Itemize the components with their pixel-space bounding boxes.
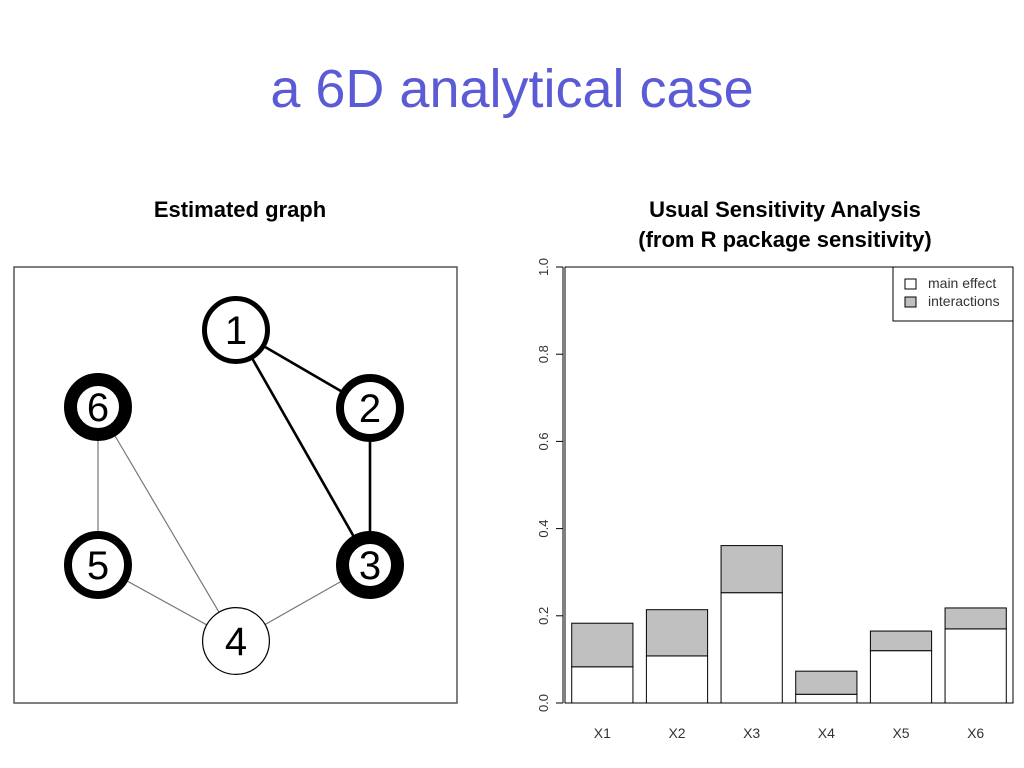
bar-X3-main-effect: [720, 592, 783, 704]
bar-X1-main-effect: [571, 666, 634, 704]
bar-X5-interactions: [869, 630, 933, 652]
graph-node-label-4: 4: [225, 620, 247, 664]
bar-X1-interactions: [571, 622, 634, 668]
bar-X6-main-effect: [944, 628, 1007, 704]
x-tick-label-X2: X2: [668, 725, 685, 741]
y-tick-label-2: 0.4: [536, 520, 551, 538]
graph-caption: Estimated graph: [153, 197, 327, 222]
graph-node-2: [336, 374, 404, 442]
x-tick-label-X5: X5: [892, 725, 909, 741]
graph-frame: [13, 266, 458, 704]
graph-node-label-3: 3: [359, 544, 381, 588]
x-tick-label-X1: X1: [594, 725, 611, 741]
y-tick-label-0: 0.0: [536, 694, 551, 712]
graph-node-4: [202, 606, 271, 675]
bar-X4-main-effect: [795, 693, 858, 704]
plot-frame: [564, 266, 1014, 704]
bar-X5-main-effect: [869, 650, 933, 704]
graph-node-label-2: 2: [359, 387, 381, 431]
chart-caption-line2: (from R package sensitivity): [638, 227, 932, 252]
graph-node-5: [64, 531, 132, 599]
bar-X4-interactions: [795, 670, 858, 695]
legend-label-0: main effect: [928, 275, 996, 291]
slide-title: a 6D analytical case: [270, 59, 754, 119]
bar-X6-interactions: [944, 607, 1007, 630]
bar-X2-interactions: [645, 609, 709, 657]
chart-caption-line1: Usual Sensitivity Analysis: [649, 197, 921, 222]
graph-node-label-6: 6: [87, 386, 109, 430]
bar-X2-main-effect: [645, 655, 709, 704]
y-axis: 0.0 0.2 0.4 0.6 0.8 1.0: [536, 258, 564, 712]
x-tick-label-X4: X4: [818, 725, 835, 741]
bar-X3-interactions: [720, 545, 783, 594]
y-tick-label-3: 0.6: [536, 432, 551, 450]
y-tick-label-4: 0.8: [536, 345, 551, 363]
graph-node-6: [64, 373, 132, 441]
x-tick-label-X6: X6: [967, 725, 984, 741]
legend-swatch-1: [904, 296, 917, 308]
legend: main effect interactions: [892, 266, 1014, 322]
y-tick-label-1: 0.2: [536, 607, 551, 625]
graph-edge-6-4: [97, 406, 237, 642]
graph-node-1: [202, 296, 270, 364]
graph-node-label-1: 1: [225, 309, 247, 353]
graph-edge-1-3: [234, 329, 372, 566]
graph-nodes: 1 2 3 4 5 6: [64, 296, 404, 675]
graph-node-3: [336, 531, 404, 599]
y-tick-label-5: 1.0: [536, 258, 551, 276]
legend-swatch-0: [904, 278, 917, 290]
graph-node-label-5: 5: [87, 544, 109, 588]
x-axis-labels: X1 X2 X3 X4 X5 X6: [594, 725, 985, 741]
bars: [571, 545, 1007, 704]
legend-box: [892, 266, 1014, 322]
x-tick-label-X3: X3: [743, 725, 760, 741]
legend-label-1: interactions: [928, 293, 1000, 309]
